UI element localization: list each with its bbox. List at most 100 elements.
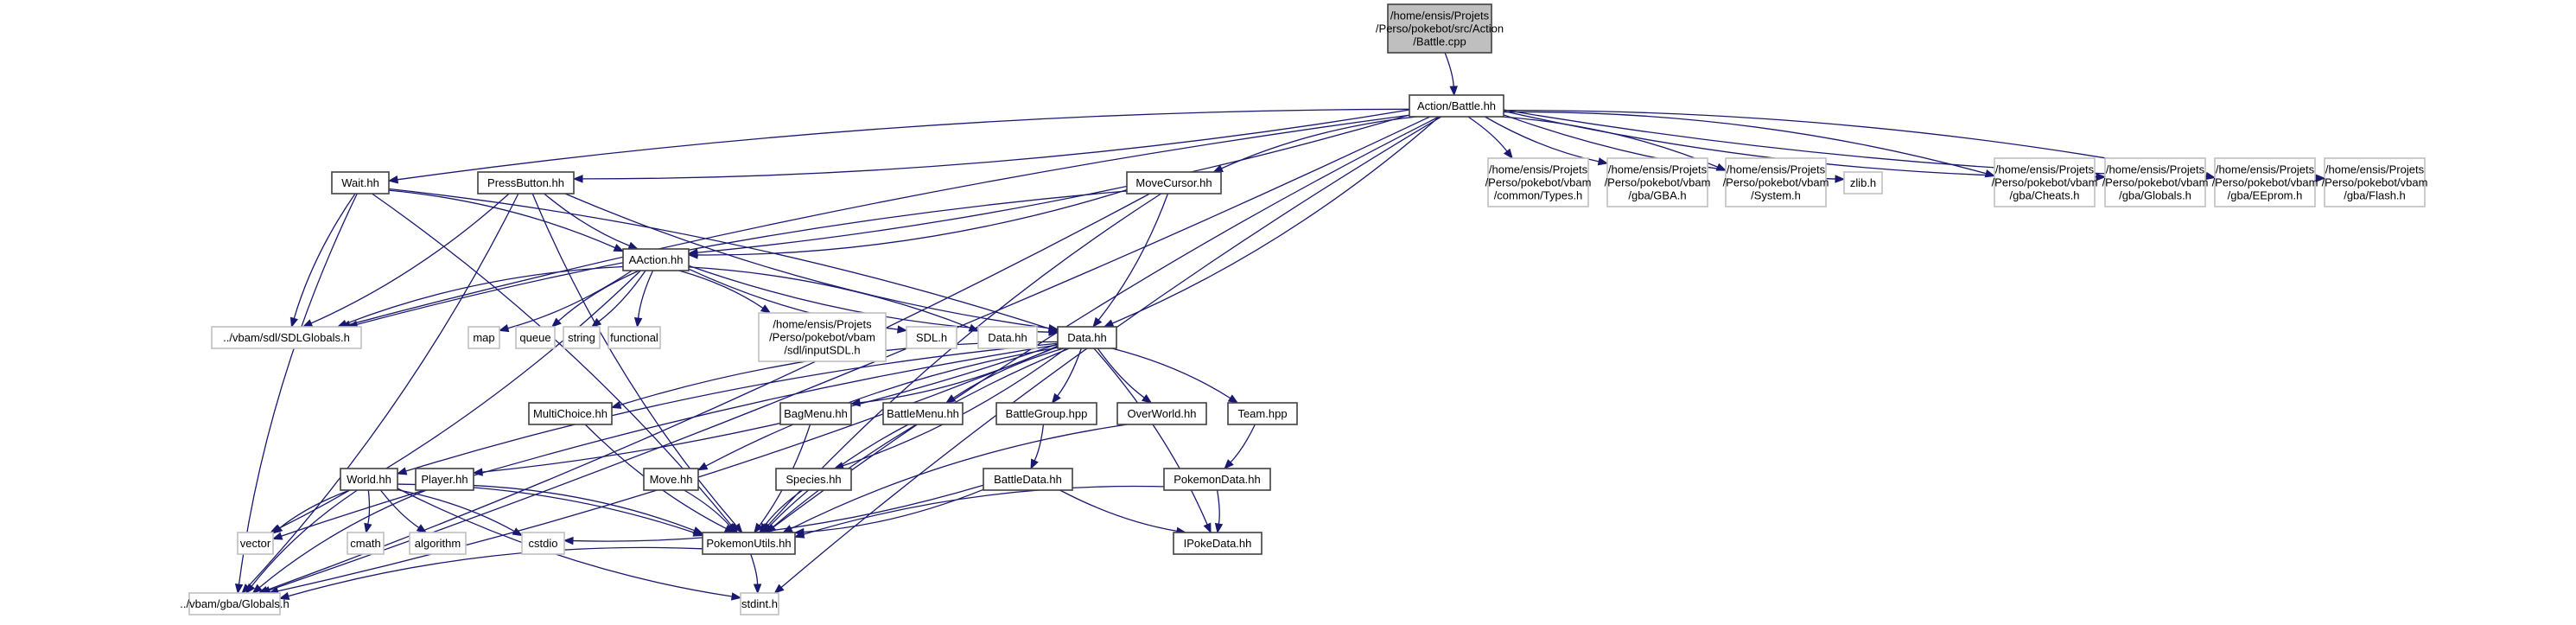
edge-battle_hh-to-wait — [387, 108, 1410, 184]
node-pokemondata[interactable]: PokemonData.hh — [1163, 468, 1271, 491]
edge-line — [705, 347, 1059, 467]
node-zlib-h: zlib.h — [1843, 171, 1883, 195]
edge-line — [238, 193, 358, 585]
node-vector: vector — [237, 532, 274, 555]
edge-pressbutton-to-pokemonutils — [531, 193, 743, 534]
arrowhead-icon — [396, 467, 408, 475]
node-player[interactable]: Player.hh — [415, 468, 474, 491]
node-battlegroup[interactable]: BattleGroup.hpp — [995, 402, 1097, 425]
node-label: cstdio — [529, 537, 558, 550]
arrowhead-icon — [512, 527, 524, 537]
edge-line — [367, 489, 371, 525]
edge-line — [1216, 489, 1220, 525]
node-bagmenu[interactable]: BagMenu.hh — [779, 402, 852, 425]
node-battlemenu[interactable]: BattleMenu.hh — [882, 402, 964, 425]
node-team[interactable]: Team.hpp — [1227, 402, 1298, 425]
node-label: PokemonUtils.hh — [706, 537, 791, 550]
arrowhead-icon — [590, 317, 602, 328]
node-functional: functional — [607, 326, 661, 349]
node-movecursor[interactable]: MoveCursor.hh — [1126, 171, 1222, 195]
arrowhead-icon — [610, 400, 622, 409]
node-box — [882, 402, 964, 425]
edge-pressbutton-to-sdlglobals — [302, 193, 510, 328]
node-label: algorithm — [415, 537, 461, 550]
node-box — [740, 592, 779, 615]
arrowhead-icon — [793, 530, 805, 539]
edge-aaction-to-functional — [633, 270, 654, 328]
arrowhead-icon — [245, 583, 256, 595]
edge-pokemondata-to-pokemonutils — [793, 485, 1165, 539]
node-wait[interactable]: Wait.hh — [331, 171, 390, 195]
node-label: /home/ensis/Projets — [1390, 10, 1490, 22]
node-box — [2324, 157, 2426, 207]
node-world[interactable]: World.hh — [340, 468, 398, 491]
arrowhead-icon — [1835, 175, 1846, 183]
arrowhead-icon — [251, 584, 263, 594]
node-battle-hh[interactable]: Action/Battle.hh — [1409, 94, 1504, 118]
node-label: /System.h — [1751, 189, 1801, 202]
edge-line — [544, 193, 630, 246]
edge-wait-to-aaction — [388, 189, 625, 252]
node-pressbutton[interactable]: PressButton.hh — [477, 171, 575, 195]
node-box — [331, 171, 390, 195]
arrowhead-icon — [1503, 148, 1513, 160]
node-sdlglobals: ../vbam/sdl/SDLGlobals.h — [211, 326, 362, 349]
edge-line — [598, 270, 646, 322]
edge-data-to-pokemonutils — [766, 348, 1070, 533]
node-box — [995, 402, 1097, 425]
edge-line — [269, 116, 1431, 591]
node-box — [467, 326, 500, 349]
edge-line — [288, 546, 703, 597]
edge-line — [397, 108, 1410, 181]
node-label: OverWorld.hh — [1128, 407, 1197, 420]
node-label: Species.hh — [786, 473, 841, 486]
node-data[interactable]: Data.hh — [1057, 326, 1117, 349]
node-aaction[interactable]: AAction.hh — [622, 248, 690, 271]
edge-line — [564, 193, 1050, 329]
edge-data-to-battlemenu — [945, 348, 1065, 404]
node-label: functional — [610, 331, 658, 344]
edge-data-to-ipokedata — [1093, 348, 1212, 534]
edge-battlegroup-to-battledata — [1030, 424, 1045, 470]
node-label: /home/ensis/Projets — [1489, 163, 1588, 176]
arrowhead-icon — [1092, 316, 1103, 328]
node-label: /home/ensis/Projets — [1608, 163, 1708, 176]
edge-data-to-vector — [271, 344, 1059, 540]
edge-world-to-globals_rel — [245, 489, 358, 595]
node-root[interactable]: /home/ensis/Projets/Perso/pokebot/src/Ac… — [1376, 3, 1504, 54]
edge-line — [379, 489, 420, 528]
node-label: /Perso/pokebot/vbam — [1485, 176, 1592, 189]
node-label: BagMenu.hh — [784, 407, 848, 420]
arrowhead-icon — [1051, 392, 1061, 405]
node-label: Data.hh — [1067, 331, 1107, 344]
node-label: /sdl/inputSDL.h — [784, 344, 860, 357]
node-species[interactable]: Species.hh — [775, 468, 852, 491]
node-ipokedata[interactable]: IPokeData.hh — [1173, 532, 1263, 555]
node-box — [409, 532, 467, 555]
arrowhead-icon — [364, 522, 372, 534]
node-label: MoveCursor.hh — [1135, 176, 1212, 189]
node-label: /Perso/pokebot/vbam — [2102, 176, 2209, 189]
node-label: BattleGroup.hpp — [1006, 407, 1088, 420]
arrowhead-icon — [563, 536, 574, 545]
edge-line — [277, 270, 641, 530]
node-label: zlib.h — [1850, 176, 1876, 189]
edge-move-to-pokemonutils — [684, 489, 737, 534]
node-label: Wait.hh — [341, 176, 379, 189]
edge-movecursor-to-sdlglobals — [347, 190, 1128, 328]
edge-line — [582, 109, 1410, 180]
node-box — [1409, 94, 1504, 118]
node-pokemonutils[interactable]: PokemonUtils.hh — [702, 532, 796, 555]
edge-data-to-move — [696, 347, 1059, 471]
arrowhead-icon — [278, 591, 290, 601]
edge-world-to-cmath — [364, 489, 372, 534]
edge-line — [473, 484, 695, 532]
node-move[interactable]: Move.hh — [643, 468, 699, 491]
node-queue: queue — [515, 326, 556, 349]
node-battledata[interactable]: BattleData.hh — [983, 468, 1073, 491]
node-multichoice[interactable]: MultiChoice.hh — [528, 402, 613, 425]
node-label: /Perso/pokebot/vbam — [1723, 176, 1829, 189]
nodes-layer: /home/ensis/Projets/Perso/pokebot/src/Ac… — [180, 3, 2427, 615]
node-overworld[interactable]: OverWorld.hh — [1116, 402, 1207, 425]
edge-line — [773, 348, 1070, 528]
